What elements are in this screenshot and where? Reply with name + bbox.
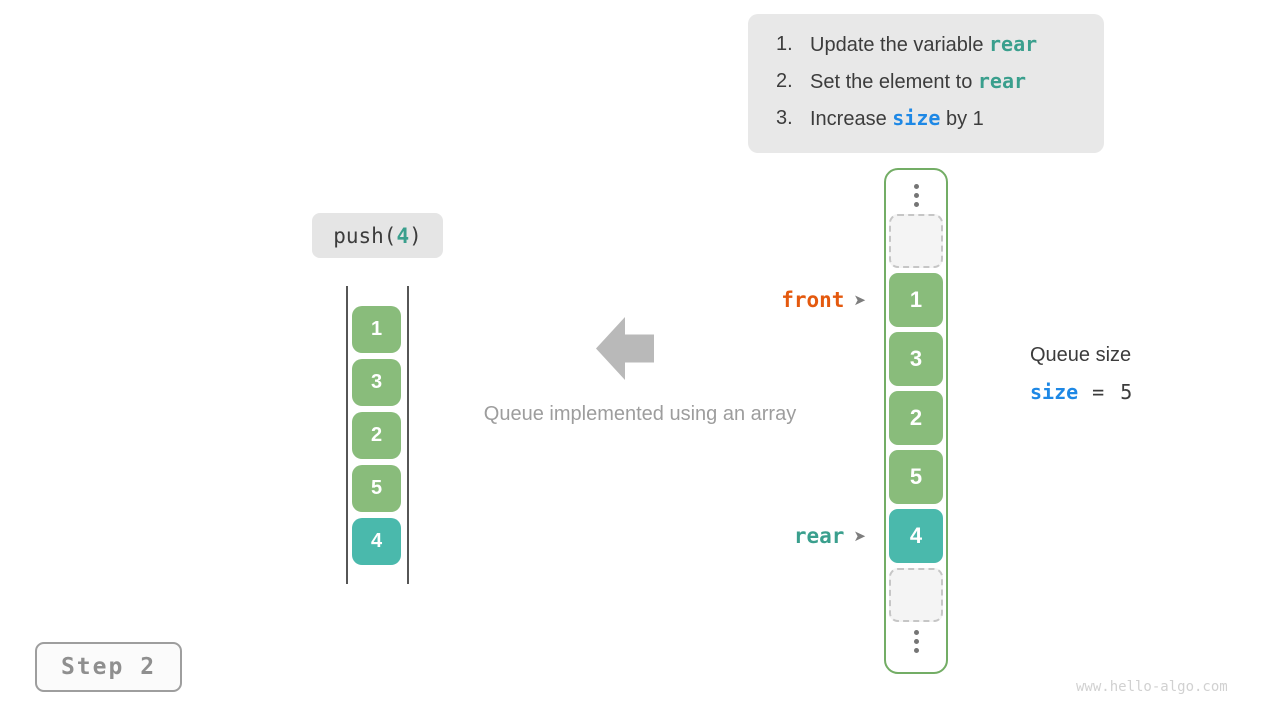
front-pointer-label: front: [781, 288, 845, 312]
equals-sign: =: [1092, 380, 1105, 404]
watermark-text: www.hello-algo.com: [1076, 679, 1228, 695]
queue-cell: 1: [352, 306, 401, 353]
queue-cell: 3: [352, 359, 401, 406]
queue-cell: 2: [352, 412, 401, 459]
array-container: 1 3 2 5 4: [884, 168, 948, 674]
instruction-item-2: 2. Set the element to rear: [776, 63, 1104, 100]
array-cell: 2: [889, 391, 943, 445]
left-arrow-icon: [596, 317, 654, 380]
queue-size-value: 5: [1120, 380, 1133, 404]
instruction-number: 3.: [776, 107, 793, 129]
diagram-caption: Queue implemented using an array: [483, 403, 797, 425]
queue-cell: 5: [352, 465, 401, 512]
instruction-text: Update the variable rear: [810, 32, 1038, 56]
queue-size-title: Queue size: [1030, 344, 1132, 366]
array-cell: 5: [889, 450, 943, 504]
push-fn-text: push(: [333, 223, 397, 248]
code-token-size: size: [892, 106, 941, 130]
code-token-size: size: [1030, 380, 1079, 404]
front-pointer: front ➤: [756, 286, 866, 314]
pointer-arrow-icon: ➤: [853, 527, 866, 545]
ellipsis-bottom-icon: [913, 627, 919, 655]
instruction-text: Increase size by 1: [810, 106, 984, 130]
instruction-box: 1. Update the variable rear 2. Set the e…: [748, 14, 1104, 153]
array-cell: 3: [889, 332, 943, 386]
array-cell-rear: 4: [889, 509, 943, 563]
queue-stack: 1 3 2 5 4: [352, 306, 401, 565]
queue-boundary-line-left: [346, 286, 348, 584]
array-cell-empty-bottom: [889, 568, 943, 622]
code-token-rear: rear: [977, 69, 1027, 93]
instruction-text: Set the element to rear: [810, 69, 1027, 93]
array-cell-front: 1: [889, 273, 943, 327]
instruction-number: 1.: [776, 33, 793, 55]
step-badge-label: Step 2: [60, 654, 157, 680]
step-badge: Step 2: [35, 642, 182, 692]
instruction-item-1: 1. Update the variable rear: [776, 26, 1104, 63]
rear-pointer-label: rear: [793, 524, 845, 548]
push-call-label: push(4): [312, 213, 443, 258]
queue-boundary-line-right: [407, 286, 409, 584]
queue-cell-new: 4: [352, 518, 401, 565]
array-cell-empty-top: [889, 214, 943, 268]
push-close-paren: ): [409, 223, 422, 248]
code-token-rear: rear: [989, 32, 1038, 56]
queue-size-value-line: size = 5: [1030, 380, 1132, 404]
instruction-item-3: 3. Increase size by 1: [776, 100, 1104, 137]
instruction-number: 2.: [776, 70, 793, 92]
pointer-arrow-icon: ➤: [853, 291, 866, 309]
ellipsis-top-icon: [913, 181, 919, 209]
push-arg-value: 4: [396, 223, 410, 248]
rear-pointer: rear ➤: [756, 522, 866, 550]
